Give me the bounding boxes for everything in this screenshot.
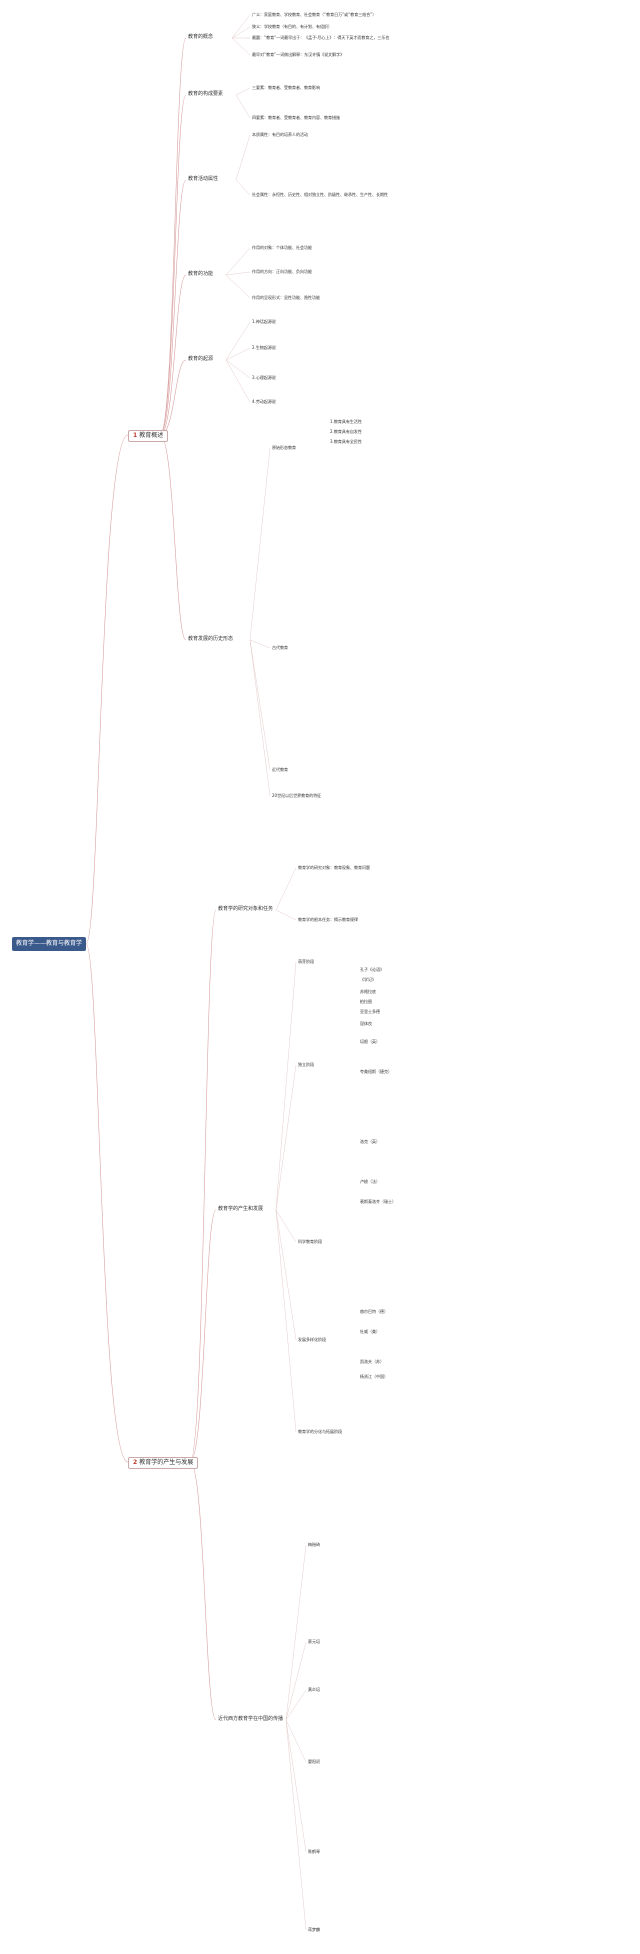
leaf: 古代教育 bbox=[272, 645, 288, 650]
detail: 《学记》 bbox=[360, 977, 376, 982]
leaf: 独立阶段 bbox=[298, 1062, 314, 1067]
branch-functions[interactable]: 教育的功能 bbox=[188, 271, 214, 277]
leaf: 4.劳动起源说 bbox=[252, 399, 276, 404]
leaf: 20世纪以后世界教育的特征 bbox=[272, 793, 322, 798]
leaf: 最早对“教育”一词做出解释：东汉许慎《说文解字》 bbox=[252, 52, 345, 57]
detail: 1.教育具有生活性 bbox=[330, 419, 362, 424]
leaf: 作用的对象：个体功能、社会功能 bbox=[252, 245, 312, 250]
detail: 杜威（美） bbox=[360, 1329, 380, 1334]
leaf: 教育学的分化与拓展阶段 bbox=[298, 1429, 342, 1434]
detail: 夸美纽斯（捷克） bbox=[360, 1069, 392, 1074]
branch-origin[interactable]: 教育的起源 bbox=[188, 356, 214, 362]
leaf: 三要素：教育者、受教育者、教育影响 bbox=[252, 85, 320, 90]
detail: 苏格拉底 bbox=[360, 989, 376, 994]
leaf: 1.神话起源说 bbox=[252, 319, 276, 324]
detail: 培根（英） bbox=[360, 1039, 380, 1044]
branch-china[interactable]: 近代西方教育学在中国的传播 bbox=[218, 1716, 284, 1722]
detail: 孔子《论语》 bbox=[360, 967, 384, 972]
detail: 洛克（英） bbox=[360, 1139, 380, 1144]
detail: 赫尔巴特（德） bbox=[360, 1309, 388, 1314]
leaf: 发展多样化阶段 bbox=[298, 1337, 326, 1342]
detail: 裴斯泰洛齐（瑞士） bbox=[360, 1199, 396, 1204]
root-node[interactable]: 教育学——教育与教育学 bbox=[12, 937, 86, 951]
section-label: 教育概述 bbox=[139, 432, 164, 439]
section-label: 教育学的产生与发展 bbox=[139, 1459, 194, 1466]
detail: 凯洛夫（苏） bbox=[360, 1359, 384, 1364]
leaf: 四要素：教育者、受教育者、教育内容、教育措施 bbox=[252, 115, 340, 120]
branch-history[interactable]: 教育发展的历史形态 bbox=[188, 636, 234, 642]
leaf: 梅贻琦 bbox=[308, 1542, 320, 1547]
detail: 2.教育具有自发性 bbox=[330, 429, 362, 434]
detail: 昆体良 bbox=[360, 1021, 372, 1026]
branch-concept[interactable]: 教育的概念 bbox=[188, 34, 214, 40]
leaf: 黄炎培 bbox=[308, 1687, 320, 1692]
leaf: 2.生物起源说 bbox=[252, 345, 276, 350]
detail: 杨贤江（中国） bbox=[360, 1374, 388, 1379]
leaf: 教育学的研究对象：教育现象、教育问题 bbox=[298, 865, 370, 870]
leaf: 萌芽阶段 bbox=[298, 959, 314, 964]
detail: 亚里士多德 bbox=[360, 1009, 380, 1014]
leaf: 科学教育阶段 bbox=[298, 1239, 322, 1244]
branch-elements[interactable]: 教育的构成要素 bbox=[188, 91, 224, 97]
detail: 3.教育具有全民性 bbox=[330, 439, 362, 444]
section-number: 1 bbox=[133, 432, 138, 439]
leaf: 原始形态教育 bbox=[272, 445, 296, 450]
leaf: 社会属性：永恒性、历史性、相对独立性、阶级性、继承性、生产性、长期性 bbox=[252, 192, 388, 197]
leaf: 本质属性：有目的培养人的活动 bbox=[252, 132, 308, 137]
branch-object[interactable]: 教育学的研究对象和任务 bbox=[218, 906, 274, 912]
leaf: 最圆：“教育”一词最早出于：《孟子·尽心上》：得天下英才而教育之，三乐也 bbox=[252, 35, 390, 40]
leaf: 教育学的根本任务：揭示教育规律 bbox=[298, 917, 358, 922]
leaf: 3.心理起源说 bbox=[252, 375, 276, 380]
leaf: 蔡元培 bbox=[308, 1639, 320, 1644]
leaf: 晏阳初 bbox=[308, 1759, 320, 1764]
branch-attributes[interactable]: 教育活动属性 bbox=[188, 176, 219, 182]
leaf: 狭义：学校教育（有目的、有计划、有组织） bbox=[252, 24, 332, 29]
leaf: 作用的呈现形式：显性功能、隐性功能 bbox=[252, 295, 320, 300]
detail: 卢梭（法） bbox=[360, 1179, 380, 1184]
leaf: 作用的方向：正向功能、负向功能 bbox=[252, 269, 312, 274]
branch-development[interactable]: 教育学的产生和发展 bbox=[218, 1206, 264, 1212]
leaf: 陈鹤琴 bbox=[308, 1849, 320, 1854]
leaf: 蒋梦麟 bbox=[308, 1927, 320, 1932]
leaf: 广义：家庭教育、学校教育、社会教育（“教育日万”或“教育三结合”） bbox=[252, 12, 377, 17]
section-number: 2 bbox=[133, 1459, 138, 1466]
detail: 柏拉图 bbox=[360, 999, 372, 1004]
leaf: 近代教育 bbox=[272, 767, 288, 772]
